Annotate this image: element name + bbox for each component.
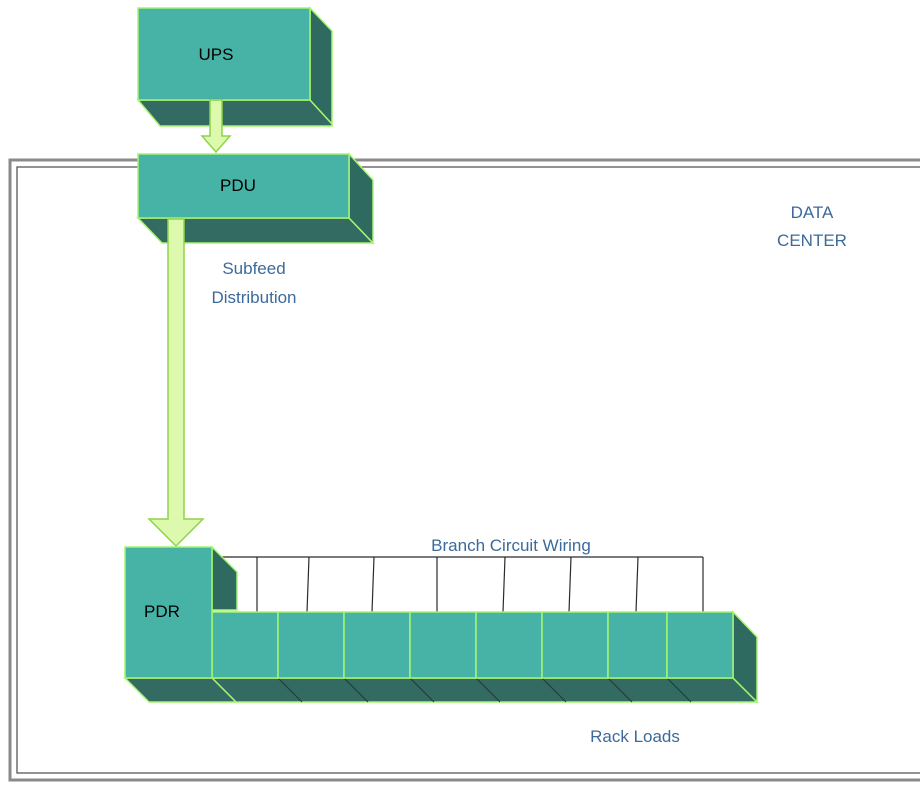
- rack-load-1: [211, 611, 279, 679]
- pdr-label: PDR: [144, 602, 180, 621]
- rack-load-6: [541, 611, 609, 679]
- branch-circuit-wiring: [212, 556, 704, 613]
- data-center-label-line2: CENTER: [777, 231, 847, 250]
- rack-load-8: [666, 611, 734, 679]
- pdu-box: [136, 152, 375, 245]
- subfeed-arrow: [147, 218, 205, 548]
- rack-load-5: [475, 611, 543, 679]
- branch-circuit-wiring-label: Branch Circuit Wiring: [431, 536, 591, 555]
- ups-label: UPS: [199, 45, 234, 64]
- data-center-label-line1: DATA: [791, 203, 834, 222]
- pdr-box: [123, 545, 238, 703]
- rack-loads-label: Rack Loads: [590, 727, 680, 746]
- rack-loads: [210, 610, 759, 704]
- rack-load-7: [607, 611, 668, 679]
- subfeed-distribution-label-line1: Subfeed: [222, 259, 285, 278]
- rack-load-4: [409, 611, 477, 679]
- ups-box: [136, 6, 333, 127]
- ups-to-pdu-arrow: [200, 99, 232, 154]
- rack-load-3: [343, 611, 411, 679]
- subfeed-distribution-label-line2: Distribution: [211, 288, 296, 307]
- rack-load-2: [277, 611, 345, 679]
- pdu-label: PDU: [220, 176, 256, 195]
